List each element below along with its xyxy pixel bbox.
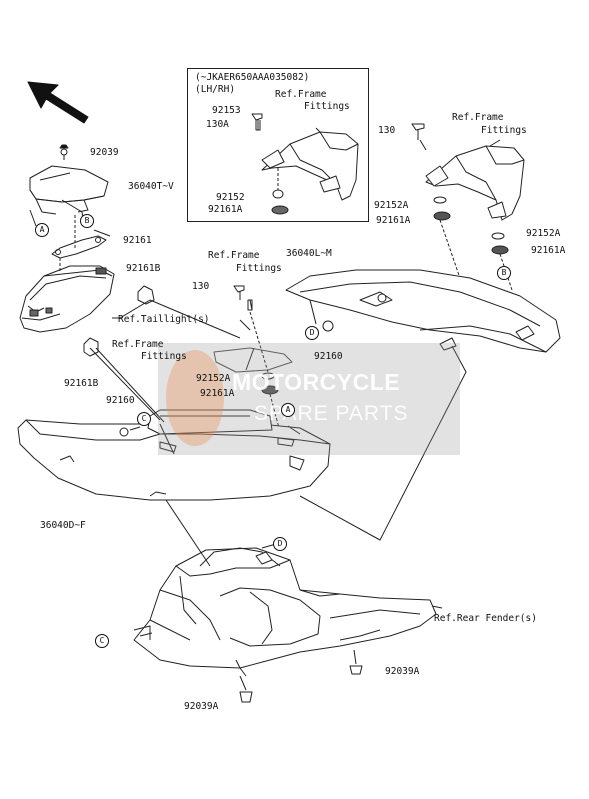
part-92039a-bottom: 92039A — [184, 701, 219, 712]
part-36040t-v: 36040T~V — [128, 181, 174, 192]
taillight-housing — [19, 258, 115, 333]
part-92160-left: 92160 — [106, 395, 135, 406]
inset-part-130a: 130A — [206, 119, 229, 130]
ref-frame-top-2: Fittings — [236, 263, 282, 274]
inset-header-frame: (~JKAER650AAA035082) — [195, 72, 310, 83]
inset-part-92152: 92152 — [216, 192, 245, 203]
left-lower-cover — [17, 409, 331, 501]
callout-d-lower: D — [273, 537, 287, 551]
grommet-92161b-upper — [137, 285, 155, 305]
callout-a-mid: A — [281, 403, 295, 417]
part-130-mid: 130 — [192, 281, 210, 292]
grommet-92161b-lower — [83, 337, 99, 357]
part-92152a-mid: 92152A — [196, 373, 231, 384]
callout-d-mid: D — [305, 326, 319, 340]
watermark-line2: SPARE PARTS — [254, 402, 409, 425]
part-92161a-right-2: 92161A — [531, 245, 566, 256]
inset-ref-fittings: Fittings — [304, 101, 350, 112]
upper-left-cover — [29, 144, 109, 215]
ref-frame-top-1: Ref.Frame — [208, 250, 260, 261]
mid-grab-rail — [213, 285, 293, 433]
part-92039a-right: 92039A — [385, 666, 420, 677]
direction-arrow-icon — [27, 81, 89, 124]
part-92160-mid: 92160 — [314, 351, 343, 362]
part-92161: 92161 — [123, 235, 152, 246]
bracket-92161 — [51, 215, 107, 259]
part-92039: 92039 — [90, 147, 119, 158]
part-92161b-upper: 92161B — [126, 263, 161, 274]
inset-box — [187, 68, 369, 222]
right-side-cover — [285, 269, 561, 353]
callout-a-left: A — [35, 223, 49, 237]
callout-c-lower: C — [95, 634, 109, 648]
ref-frame-mid-2: Fittings — [141, 351, 187, 362]
part-130-right: 130 — [378, 125, 396, 136]
part-92152a-right-1: 92152A — [374, 200, 409, 211]
callout-c-mid: C — [137, 412, 151, 426]
inset-part-92161a: 92161A — [208, 204, 243, 215]
part-36040d-f: 36040D~F — [40, 520, 86, 531]
ref-frame-right-1: Ref.Frame — [452, 112, 504, 123]
inset-part-92153: 92153 — [212, 105, 241, 116]
part-92161a-right-1: 92161A — [376, 215, 411, 226]
part-92161a-mid: 92161A — [200, 388, 235, 399]
ref-frame-mid-1: Ref.Frame — [112, 339, 164, 350]
part-92152a-right-2: 92152A — [526, 228, 561, 239]
inset-header-side: (LH/RH) — [195, 84, 236, 95]
right-grab-rail — [411, 123, 525, 291]
part-36040l-m: 36040L~M — [286, 248, 332, 259]
rear-undertray — [133, 547, 437, 703]
leader-a-left — [29, 209, 37, 227]
callout-b-left: B — [80, 214, 94, 228]
watermark-line1: MOTORCYCLE — [232, 369, 401, 395]
part-92161b-lower: 92161B — [64, 378, 99, 389]
ref-taillight: Ref.Taillight(s) — [118, 314, 210, 325]
ref-rear-fender: Ref.Rear Fender(s) — [434, 613, 537, 624]
ref-frame-right-2: Fittings — [481, 125, 527, 136]
callout-b-right: B — [497, 266, 511, 280]
watermark-background — [158, 343, 460, 455]
inset-ref-frame: Ref.Frame — [275, 89, 327, 100]
watermark-logo-icon — [166, 350, 224, 446]
inset-grab-rail — [251, 113, 359, 215]
